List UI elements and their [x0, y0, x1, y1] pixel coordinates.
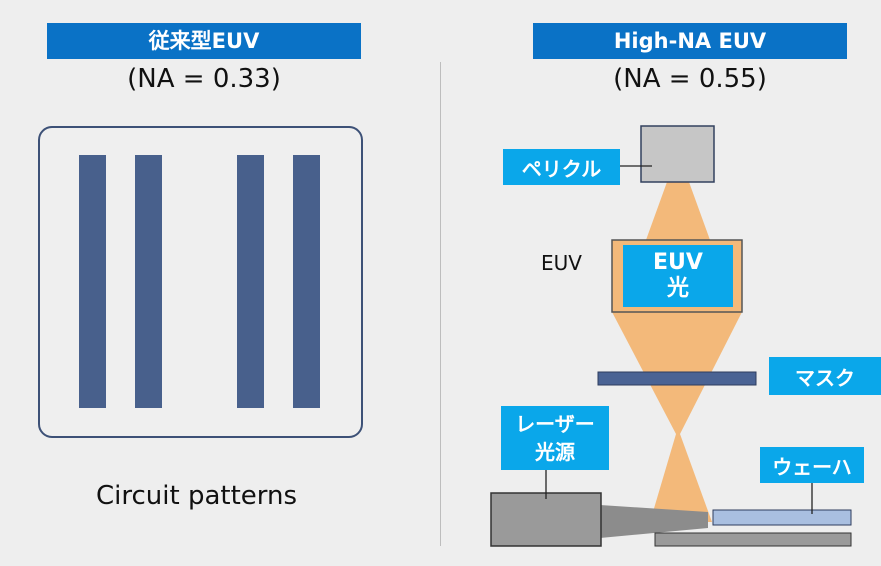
laser-line-2: 光源 — [535, 440, 575, 464]
beam-lower — [650, 434, 712, 522]
beam-upper — [646, 182, 710, 240]
euv-light-line-2: 光 — [666, 276, 689, 301]
laser-arrow — [600, 505, 708, 538]
left-header: 従来型EUV — [47, 23, 361, 59]
mask-label: マスク — [769, 357, 881, 395]
laser-source-box — [490, 492, 602, 547]
laser-line-1: レーザー — [515, 412, 595, 436]
stage-bar — [654, 532, 852, 547]
pellicle-box — [640, 125, 715, 183]
euv-light-label: EUV 光 — [623, 245, 733, 307]
mask-bar — [597, 371, 757, 386]
wafer-label: ウェーハ — [760, 447, 864, 483]
wafer-bar — [712, 509, 852, 526]
right-header: High-NA EUV — [533, 23, 847, 59]
laser-source-label: レーザー 光源 — [501, 406, 609, 470]
euv-light-line-1: EUV — [653, 250, 703, 275]
right-na-label: (NA = 0.55) — [613, 64, 767, 94]
circuit-patterns-caption: Circuit patterns — [96, 481, 298, 511]
pattern-line-4 — [293, 155, 320, 408]
left-na-label: (NA = 0.33) — [127, 64, 281, 94]
euv-side-label: EUV — [541, 251, 582, 275]
pattern-line-1 — [79, 155, 106, 408]
pattern-line-2 — [135, 155, 162, 408]
pattern-line-3 — [237, 155, 264, 408]
section-divider — [440, 62, 441, 546]
pellicle-label: ペリクル — [503, 149, 620, 185]
